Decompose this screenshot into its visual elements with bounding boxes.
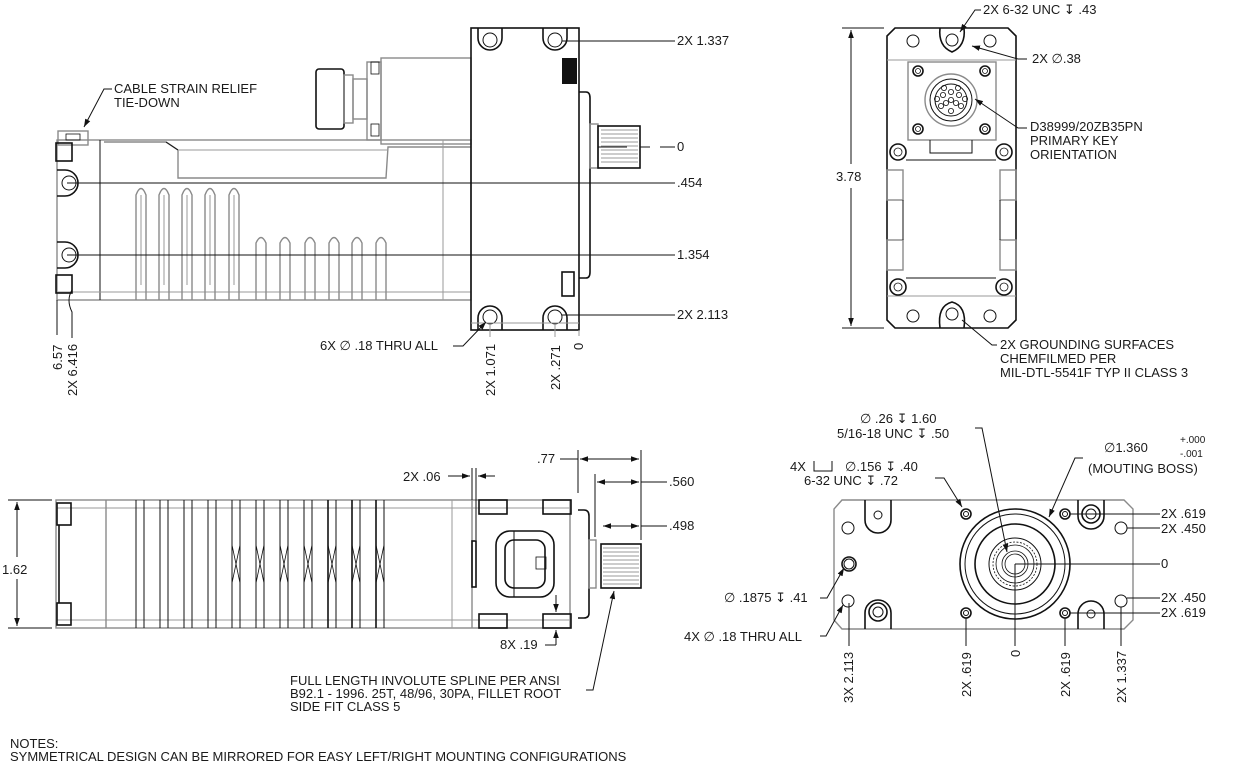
hole-note-6x: 6X ∅ .18 THRU ALL [320, 338, 438, 353]
connector-pin [962, 96, 969, 103]
fin-short [304, 236, 316, 300]
connector-pin [953, 100, 960, 107]
dim-498: .498 [669, 518, 694, 533]
dim-1354: 1.354 [677, 247, 710, 262]
connector-pin [958, 103, 965, 110]
side-view-bottom [8, 450, 667, 691]
fin-short [328, 236, 340, 300]
note-item: SYMMETRICAL DESIGN CAN BE MIRRORED FOR E… [10, 749, 627, 764]
fin-tall [181, 187, 193, 300]
tapped-note-line1: ∅.156 ↧ .40 [845, 459, 918, 474]
dim-bottom-zero: 0 [1008, 650, 1023, 657]
side-view-top [55, 27, 675, 347]
thru-hole-note-4x: 4X ∅ .18 THRU ALL [684, 629, 802, 644]
grounding-note-line2: CHEMFILMED PER [1000, 351, 1116, 366]
boss-tolerance-plus: +.000 [1180, 435, 1206, 446]
dim-2x-06: 2X .06 [403, 469, 441, 484]
connector-pin [940, 92, 947, 99]
connector-pin [948, 108, 955, 115]
spline-note-line1: FULL LENGTH INVOLUTE SPLINE PER ANSI [290, 673, 560, 688]
cooling-fins-side [135, 500, 385, 628]
dim-bottom-3x-2113: 3X 2.113 [841, 652, 856, 703]
end-view-top [842, 9, 1027, 346]
notes-heading: NOTES: [10, 736, 58, 751]
strain-relief-callout-line1: CABLE STRAIN RELIEF [114, 81, 257, 96]
connector-pin [956, 92, 963, 99]
fin-tall [158, 187, 170, 300]
boss-diameter: ∅1.360 [1104, 440, 1148, 455]
output-spline [601, 129, 638, 163]
dim-77: .77 [537, 451, 555, 466]
dim-560: .560 [669, 474, 694, 489]
dim-right-2x-450-bottom: 2X .450 [1161, 590, 1206, 605]
connector-body [315, 57, 472, 145]
connector-pin [948, 97, 955, 104]
dim-right-2x-450-top: 2X .450 [1161, 521, 1206, 536]
fin-taper [327, 544, 337, 584]
pin-hole-note: ∅ .1875 ↧ .41 [724, 590, 808, 605]
connector-orientation-label: ORIENTATION [1030, 147, 1117, 162]
thread-note-6-32: 2X 6-32 UNC ↧ .43 [983, 2, 1097, 17]
dim-height-162: 1.62 [2, 562, 27, 577]
dim-bottom-2x-619-right: 2X .619 [1058, 652, 1073, 697]
cooling-fins [135, 187, 387, 300]
grounding-note-line3: MIL-DTL-5541F TYP II CLASS 3 [1000, 365, 1188, 380]
fin-taper [231, 544, 241, 584]
connector-pin [955, 85, 962, 92]
dim-2x-6416: 2X 6.416 [65, 344, 80, 396]
boss-hole-note-line2: 5/16-18 UNC ↧ .50 [837, 426, 949, 441]
dim-2x-271: 2X .271 [548, 345, 563, 390]
dim-2x-1071: 2X 1.071 [483, 344, 498, 396]
fin-taper [351, 544, 361, 584]
fin-tall [135, 187, 147, 300]
fin-taper [255, 544, 265, 584]
connector-pins [934, 85, 969, 115]
dim-bottom-zero: 0 [571, 343, 586, 350]
fin-taper [303, 544, 313, 584]
connector-pin [934, 96, 941, 103]
fin-taper [279, 544, 289, 584]
connector-pin [938, 103, 945, 110]
dim-657: 6.57 [50, 345, 65, 370]
fin-taper [375, 544, 385, 584]
output-spline-side [603, 547, 639, 585]
grounding-note-line1: 2X GROUNDING SURFACES [1000, 337, 1174, 352]
dim-454: .454 [677, 175, 702, 190]
fin-tall [204, 187, 216, 300]
connector-part-number: D38999/20ZB35PN [1030, 119, 1143, 134]
tapped-note-prefix: 4X [790, 459, 806, 474]
dim-2x-1337: 2X 1.337 [677, 33, 729, 48]
fin-short [255, 236, 267, 300]
fin-short [279, 236, 291, 300]
dim-right-zero: 0 [1161, 556, 1168, 571]
dim-2x-2113: 2X 2.113 [677, 307, 728, 322]
dim-right-2x-619-bottom: 2X .619 [1161, 605, 1206, 620]
tapped-note-line2: 6-32 UNC ↧ .72 [804, 473, 898, 488]
dim-bottom-2x-619-left: 2X .619 [959, 652, 974, 697]
dim-zero-datum: 0 [677, 139, 684, 154]
dia-note-38: 2X ∅.38 [1032, 51, 1081, 66]
connector-pin [941, 85, 948, 92]
connector-pin [948, 89, 955, 96]
connector-key-label: PRIMARY KEY [1030, 133, 1119, 148]
dim-height-378: 3.78 [836, 169, 861, 184]
boss-tolerance-minus: -.001 [1180, 449, 1203, 460]
spline-note-line2: B92.1 - 1996. 25T, 48/96, 30PA, FILLET R… [290, 686, 561, 701]
fin-short [375, 236, 387, 300]
strain-relief-callout-line2: TIE-DOWN [114, 95, 180, 110]
boss-label: (MOUTING BOSS) [1088, 461, 1198, 476]
dim-right-2x-619-top: 2X .619 [1161, 506, 1206, 521]
boss-hole-note-line1: ∅ .26 ↧ 1.60 [860, 411, 936, 426]
connector-pin [943, 100, 950, 107]
dim-8x-19: 8X .19 [500, 637, 538, 652]
fin-short [351, 236, 363, 300]
fin-tall [228, 187, 240, 300]
face-view-bottom [813, 427, 1160, 646]
dim-bottom-2x-1337: 2X 1.337 [1114, 651, 1129, 703]
spline-note-line3: SIDE FIT CLASS 5 [290, 699, 400, 714]
